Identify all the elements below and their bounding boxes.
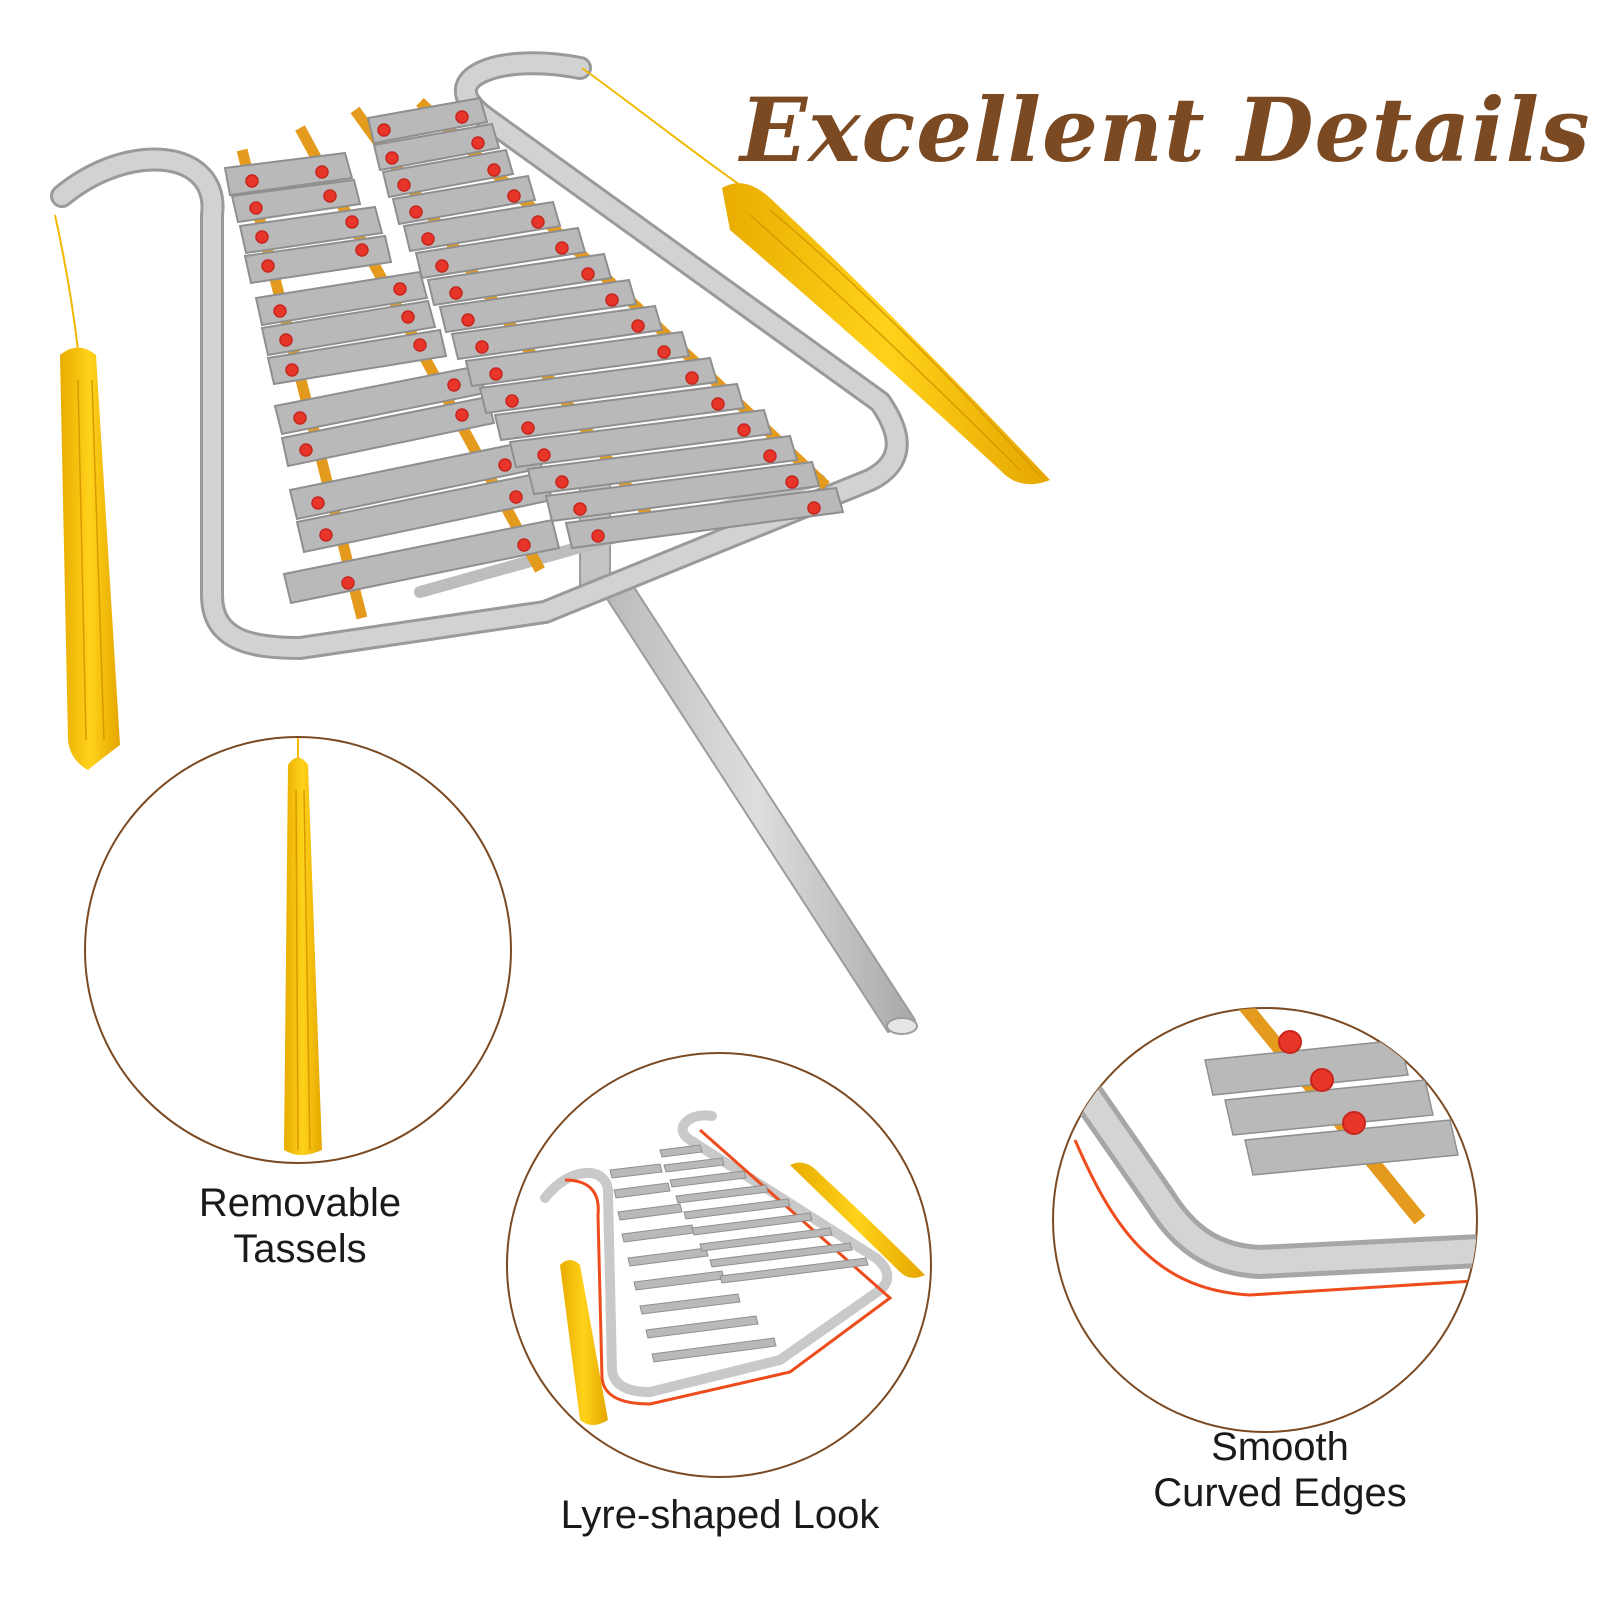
bar-bolts xyxy=(245,110,821,590)
caption-line: Curved Edges xyxy=(1153,1471,1407,1515)
detail-circle-tassels xyxy=(84,736,512,1164)
tassel-left xyxy=(54,214,120,770)
caption-line: Smooth xyxy=(1211,1425,1349,1469)
page-title: Excellent Details xyxy=(740,78,1591,182)
lyre-outline-icon xyxy=(540,1110,925,1425)
tassel-right xyxy=(581,67,1050,485)
detail-circle-lyre xyxy=(506,1052,932,1478)
caption-line: Tassels xyxy=(233,1227,367,1271)
caption-lyre-shaped-look: Lyre-shaped Look xyxy=(500,1492,940,1538)
caption-line: Lyre-shaped Look xyxy=(560,1493,880,1537)
curved-edge-icon xyxy=(1063,1008,1477,1297)
glockenspiel-main xyxy=(50,51,1050,1035)
tassel-icon xyxy=(284,757,322,1155)
caption-line: Removable xyxy=(198,1181,402,1225)
bars-right xyxy=(366,96,845,550)
caption-smooth-curved-edges: Smooth Curved Edges xyxy=(1090,1424,1470,1516)
detail-circle-edges xyxy=(1052,1007,1478,1433)
mount-pole xyxy=(579,474,918,1035)
caption-removable-tassels: Removable Tassels xyxy=(150,1180,450,1272)
